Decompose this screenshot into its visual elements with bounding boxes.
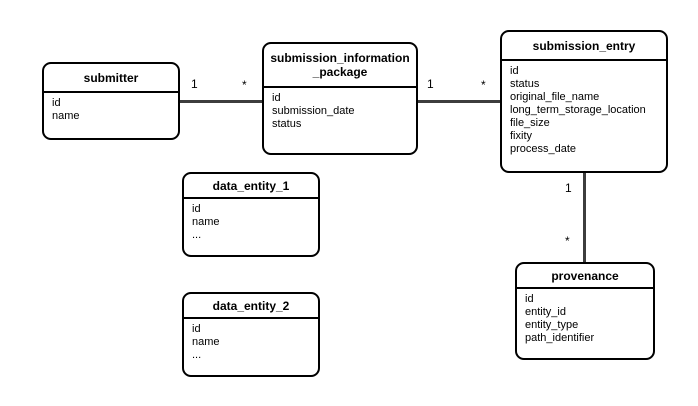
entity-field: long_term_storage_location [510, 104, 646, 116]
entity-field: id [525, 293, 534, 305]
entity-field: ... [192, 349, 202, 361]
entity-field: id [272, 92, 281, 104]
cardinality-label: 1 [427, 77, 434, 91]
entity-field: original_file_name [510, 91, 600, 103]
entity-field: name [192, 216, 220, 228]
relationship-line-sip-entry[interactable] [418, 100, 500, 103]
entity-field: process_date [510, 143, 577, 155]
entity-title: submission_entry [502, 32, 666, 61]
entity-field: id [510, 65, 519, 77]
entity-title: provenance [517, 264, 653, 289]
entity-field: id [52, 97, 61, 109]
entity-field: id [192, 323, 201, 335]
entity-field: path_identifier [525, 332, 595, 344]
entity-field: name [52, 110, 80, 122]
cardinality-label: 1 [565, 181, 572, 195]
entity-field: entity_type [525, 319, 579, 331]
entity-field: status [272, 118, 302, 130]
cardinality-label: * [565, 234, 570, 248]
entity-field: status [510, 78, 540, 90]
entity-title: submission_information _package [264, 44, 416, 88]
cardinality-label: * [481, 78, 486, 92]
entity-field: ... [192, 229, 202, 241]
entity-title: data_entity_2 [184, 294, 318, 319]
entity-title: submitter [44, 64, 178, 93]
entity-field: file_size [510, 117, 550, 129]
entity-field: name [192, 336, 220, 348]
entity-field: submission_date [272, 105, 355, 117]
entity-field: id [192, 203, 201, 215]
relationship-line-submitter-sip[interactable] [180, 100, 262, 103]
entity-title: data_entity_1 [184, 174, 318, 199]
entity-field: fixity [510, 130, 532, 142]
relationship-line-entry-provenance[interactable] [583, 173, 586, 262]
cardinality-label: * [242, 78, 247, 92]
entity-field: entity_id [525, 306, 566, 318]
cardinality-label: 1 [191, 77, 198, 91]
